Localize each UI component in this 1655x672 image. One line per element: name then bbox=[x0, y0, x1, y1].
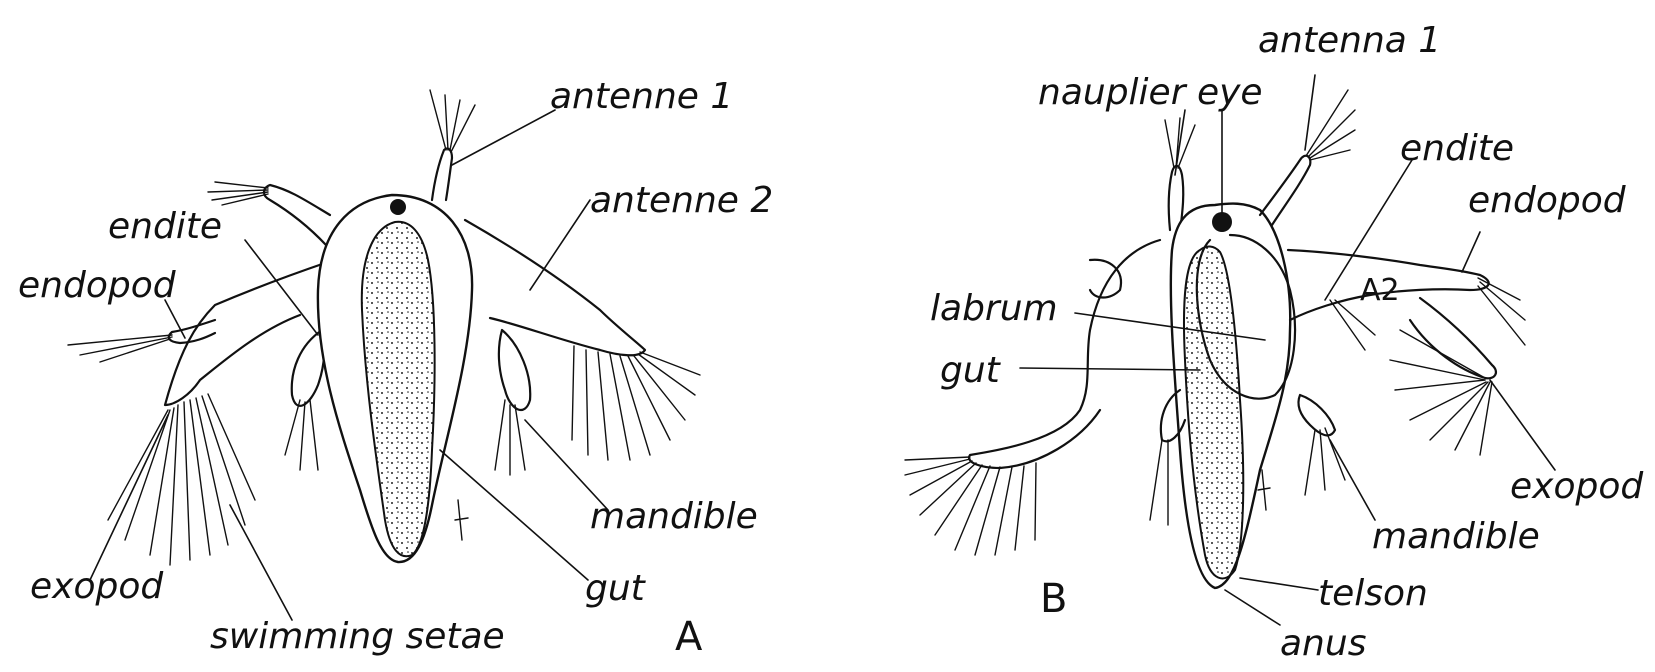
panel-a-drawing bbox=[68, 90, 700, 620]
panel-a-antenna1 bbox=[430, 90, 475, 200]
panel-b-label-labrum: labrum bbox=[930, 288, 1058, 329]
panel-a-left-mandible bbox=[285, 330, 324, 470]
panel-a-letter: A bbox=[675, 614, 703, 660]
panel-a-label-endite: endite bbox=[108, 206, 222, 247]
panel-b-label-endite: endite bbox=[1400, 128, 1514, 169]
panel-b-label-anus: anus bbox=[1280, 623, 1366, 664]
panel-b-label-mandible: mandible bbox=[1372, 516, 1540, 557]
panel-a-signature bbox=[455, 500, 468, 540]
panel-a-left-antenna2 bbox=[208, 182, 330, 245]
panel-a-label-endopod: endopod bbox=[18, 265, 177, 306]
panel-a-right-mandible bbox=[495, 330, 530, 475]
panel-b-letter: B bbox=[1040, 576, 1067, 622]
panel-a-label-antenna1: antenne 1 bbox=[550, 76, 733, 117]
panel-a-label-swimming-setae: swimming setae bbox=[210, 616, 505, 657]
panel-a-label-exopod: exopod bbox=[30, 566, 164, 607]
panel-a-left-limb bbox=[68, 262, 328, 565]
panel-a-label-mandible: mandible bbox=[590, 496, 758, 537]
panel-b-label-antenna1: antenna 1 bbox=[1258, 20, 1441, 61]
panel-a-label-gut: gut bbox=[585, 568, 647, 609]
panel-b-eye bbox=[1212, 212, 1232, 232]
panel-b-label-gut: gut bbox=[940, 350, 1002, 391]
panel-b-right-antenna1 bbox=[1260, 90, 1355, 225]
panel-b-label-exopod: exopod bbox=[1510, 466, 1644, 507]
panel-a-eye bbox=[390, 199, 406, 215]
panel-b-right-antenna2 bbox=[1288, 250, 1525, 455]
panel-b-label-naupliar-eye: nauplier eye bbox=[1038, 72, 1263, 113]
panel-b-label-telson: telson bbox=[1318, 573, 1428, 614]
panel-b-label-a2: A2 bbox=[1360, 273, 1400, 308]
panel-b-label-endopod: endopod bbox=[1468, 180, 1627, 221]
panel-a-label-antenna2: antenne 2 bbox=[590, 180, 773, 221]
